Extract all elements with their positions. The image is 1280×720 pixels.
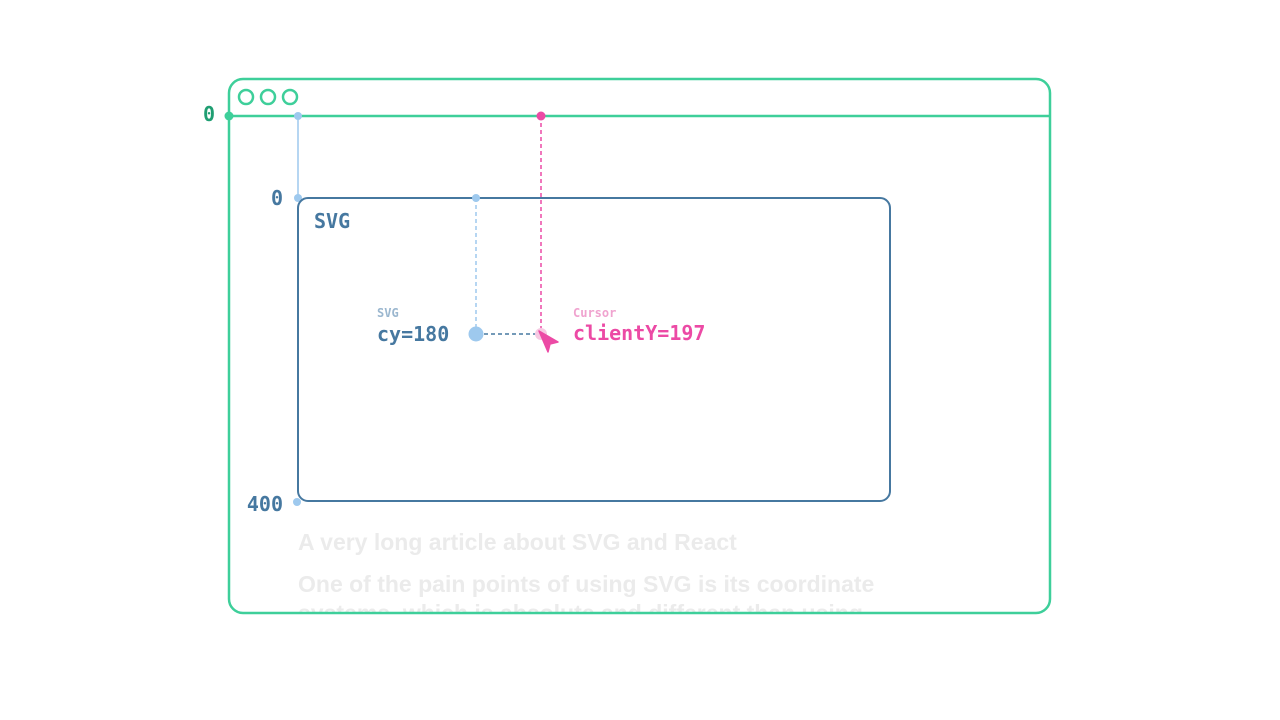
window-maximize-control-icon[interactable] <box>281 88 299 106</box>
svg-point-caption: SVG <box>377 306 399 320</box>
cursor-top-dot <box>536 111 546 121</box>
svg-origin-dot <box>294 194 302 202</box>
svg-point-top-dot <box>472 194 480 202</box>
article-heading: A very long article about SVG and React <box>298 529 737 555</box>
browser-window-frame <box>227 77 1052 615</box>
viewport-origin-label: 0 <box>203 102 215 126</box>
cursor-caption: Cursor <box>573 306 616 320</box>
window-controls <box>237 88 299 106</box>
svg-y-min-label: 0 <box>271 186 283 210</box>
cursor-value: clientY=197 <box>573 321 705 345</box>
viewport-origin-dot <box>224 111 234 121</box>
window-minimize-control-icon[interactable] <box>259 88 277 106</box>
window-close-control-icon[interactable] <box>237 88 255 106</box>
svg-offset-top-dot <box>294 112 302 120</box>
svg-y-max-label: 400 <box>247 492 283 516</box>
svg-box-title: SVG <box>314 209 350 233</box>
article-line-1: One of the pain points of using SVG is i… <box>298 571 874 597</box>
svg-point-dot <box>468 326 484 342</box>
svg-point-value: cy=180 <box>377 322 449 346</box>
svg-element-frame <box>297 197 891 502</box>
svg-y-max-dot <box>293 498 301 506</box>
article-line-2: systems, which is absolute and different… <box>298 600 863 626</box>
article-content: A very long article about SVG and React … <box>298 529 874 626</box>
cursor-arrow-icon <box>538 330 559 353</box>
